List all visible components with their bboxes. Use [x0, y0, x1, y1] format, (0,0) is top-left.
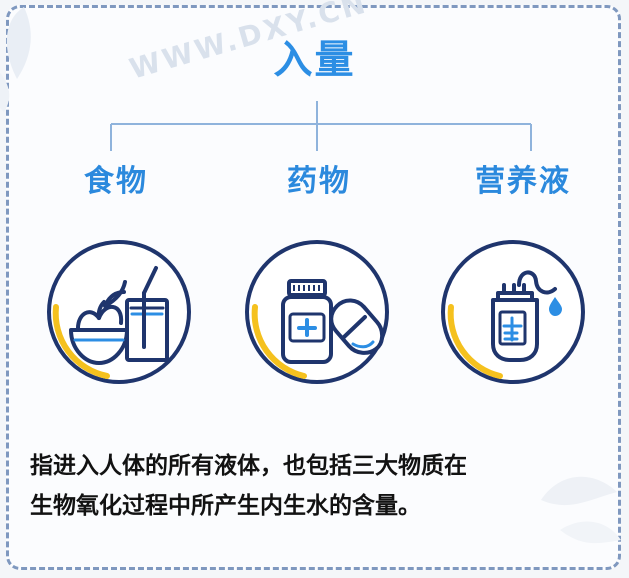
carrot-top-icon: [103, 280, 127, 308]
iv-nutrition-bag-icon: [441, 240, 585, 384]
medicine-bottle-and-capsule-icon: [245, 240, 389, 384]
medicine-icon-yellow-arc: [251, 304, 307, 379]
nutrition-icon-yellow-arc: [447, 304, 503, 379]
category-label-nutrition: 营养液: [475, 164, 571, 199]
category-label-medicine: 药物: [287, 164, 351, 199]
capsule-divider-icon: [342, 315, 367, 339]
category-label-food: 食物: [84, 164, 148, 199]
nutrition-icon-card: [437, 236, 589, 388]
definition-line-1: 指进入人体的所有液体，也包括三大物质在: [30, 453, 467, 479]
iv-tube-icon: [517, 270, 557, 295]
iv-bag-label-lines-icon: [502, 316, 523, 342]
food-bowl-and-water-cup-icon: [47, 240, 191, 384]
page-title: 入量: [273, 38, 356, 83]
medical-cross-icon: [297, 318, 317, 337]
definition-line-2: 生物氧化过程中所产生内生水的含量。: [30, 493, 421, 519]
definition-text: 指进入人体的所有液体，也包括三大物质在 生物氧化过程中所产生内生水的含量。: [30, 446, 605, 526]
food-icon-card: [43, 236, 195, 388]
capsule-highlight-icon: [351, 340, 375, 349]
bottle-cap-ridges-icon: [293, 285, 320, 291]
medicine-icon-card: [241, 236, 393, 388]
food-icon-yellow-arc: [52, 304, 110, 379]
straw-top-icon: [142, 266, 158, 295]
fluid-drop-icon: [549, 297, 562, 316]
